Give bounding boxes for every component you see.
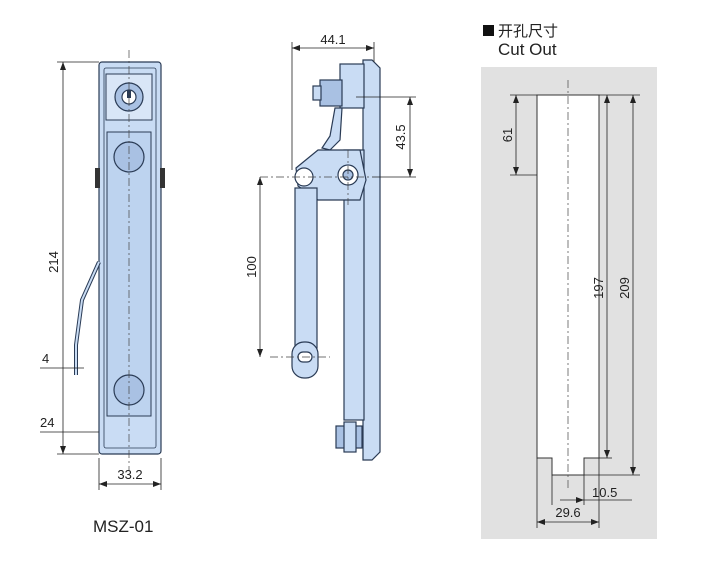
side-view: 44.1 43.5 100: [244, 32, 416, 461]
model-label: MSZ-01: [93, 517, 154, 536]
dim-100-label: 100: [244, 256, 259, 278]
cutout-title-cn: 开孔尺寸: [498, 23, 559, 40]
lock-head: [339, 63, 365, 109]
front-body-inner: [103, 67, 157, 449]
dim-209-label: 209: [617, 277, 632, 299]
cam-arm: [321, 107, 343, 151]
left-tab: [95, 168, 100, 188]
handle-lever: [294, 187, 318, 349]
dim-214-label: 214: [46, 251, 61, 273]
front-view: 214 4 24 33.2: [40, 50, 165, 490]
lock-nut: [319, 79, 343, 107]
black-square-icon: [483, 25, 494, 36]
dim-44-1-label: 44.1: [320, 32, 345, 47]
right-tab: [160, 168, 165, 188]
cutout-title-en: Cut Out: [498, 40, 557, 59]
dim-33-2-label: 33.2: [117, 467, 142, 482]
dim-43-5-label: 43.5: [393, 124, 408, 149]
dim-24-label: 24: [40, 415, 54, 430]
dim-29-6-label: 29.6: [555, 505, 580, 520]
side-back-plate: [362, 59, 381, 461]
dim-61-label: 61: [500, 128, 515, 142]
dim-197-label: 197: [591, 277, 606, 299]
cutout-view: 61 197 209 10.5 29.6: [481, 67, 657, 539]
dim-10-5-label: 10.5: [592, 485, 617, 500]
dim-4-label: 4: [42, 351, 49, 366]
